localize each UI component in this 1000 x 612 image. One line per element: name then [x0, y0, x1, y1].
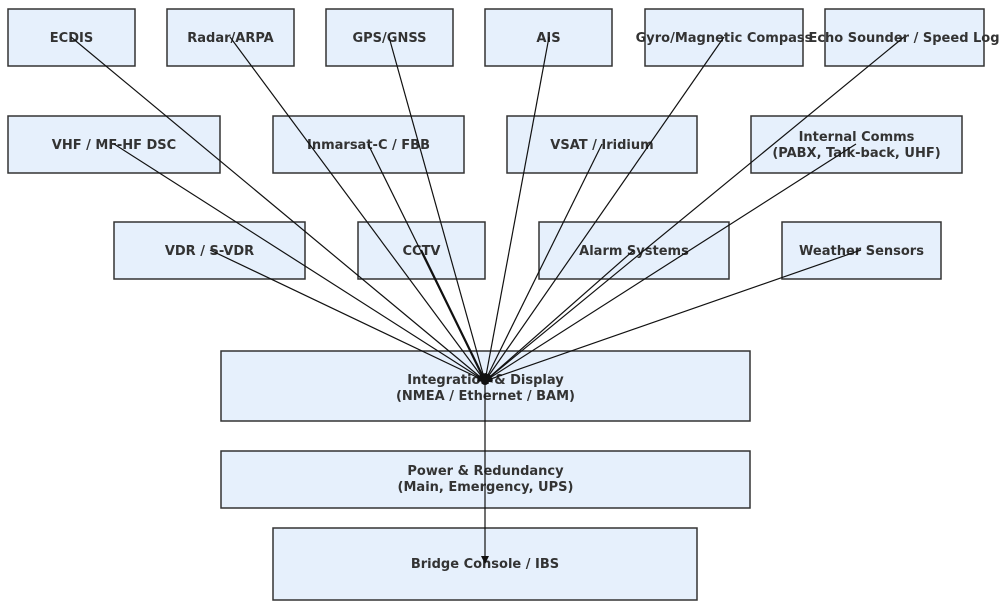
- node-gyro-compass-label: Gyro/Magnetic Compass: [636, 31, 813, 46]
- edges-layer: [70, 36, 905, 564]
- node-gyro-compass: Gyro/Magnetic Compass: [636, 8, 813, 67]
- node-radar-arpa: Radar/ARPA: [166, 8, 295, 67]
- node-echo-sounder-label: Echo Sounder / Speed Log: [808, 31, 999, 46]
- node-echo-sounder-box: [824, 8, 985, 67]
- edge-vsat-to-integration: [484, 143, 603, 382]
- edge-comms-to-integration: [484, 143, 857, 382]
- node-bridge-console-label: Bridge Console / IBS: [411, 557, 559, 572]
- nodes-layer: ECDIS Radar/ARPA GPS/GNSS AIS Gyro/Magne…: [7, 8, 1000, 601]
- edge-ecdis-to-integration: [70, 36, 486, 382]
- node-vdr-box: [113, 221, 306, 280]
- node-vsat-iridium-label: VSAT / Iridium: [550, 138, 653, 153]
- edge-echo-to-integration: [484, 36, 905, 382]
- node-alarm-systems-label: Alarm Systems: [579, 244, 689, 259]
- node-weather-sensors: Weather Sensors: [781, 221, 942, 280]
- node-power-redundancy-label-1: Power & Redundancy: [407, 464, 564, 479]
- edge-alarm-to-integration: [484, 249, 635, 382]
- node-radar-arpa-box: [166, 8, 295, 67]
- edge-vdr-to-integration: [209, 249, 486, 382]
- node-vdr-label: VDR / S-VDR: [165, 244, 254, 259]
- edge-ais-to-integration: [482, 36, 550, 382]
- edge-gps-to-integration: [388, 36, 487, 382]
- node-internal-comms-label-2: (PABX, Talk-back, UHF): [772, 146, 940, 161]
- node-vdr: VDR / S-VDR: [113, 221, 306, 280]
- edge-gyro-to-integration: [484, 36, 725, 382]
- node-internal-comms: Internal Comms (PABX, Talk-back, UHF): [750, 115, 963, 174]
- hub-junction: [481, 377, 489, 385]
- node-internal-comms-box: [750, 115, 963, 174]
- node-echo-sounder: Echo Sounder / Speed Log: [808, 8, 1000, 67]
- edge-vhf-to-integration: [113, 143, 486, 382]
- node-internal-comms-label-1: Internal Comms: [799, 130, 915, 145]
- node-weather-sensors-box: [781, 221, 942, 280]
- edge-weather-to-integration: [484, 249, 862, 383]
- node-ecdis: ECDIS: [7, 8, 136, 67]
- edge-cctv-to-integration: [420, 249, 486, 382]
- node-weather-sensors-label: Weather Sensors: [799, 244, 924, 259]
- node-ecdis-label: ECDIS: [50, 31, 93, 46]
- node-vhf-dsc-label: VHF / MF-HF DSC: [52, 138, 176, 153]
- edge-radar-to-integration: [229, 36, 486, 382]
